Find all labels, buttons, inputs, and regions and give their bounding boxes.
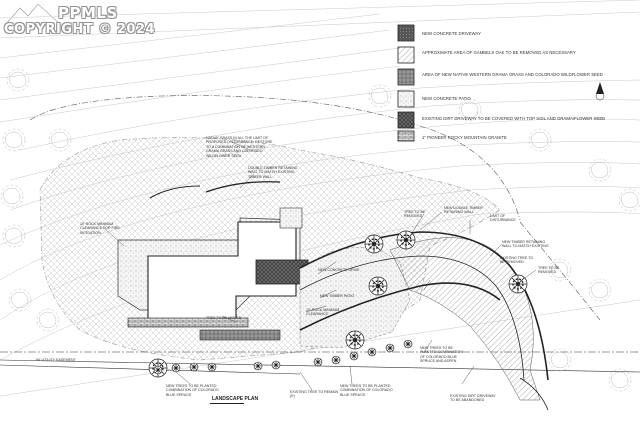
- north-arrow-icon: [595, 82, 605, 101]
- watermark-logo: PPMLS: [58, 4, 118, 22]
- note-tree-moved: TREE TO BE MOVED: [206, 316, 242, 320]
- legend-swatches: [397, 24, 415, 142]
- legend-label: AREA OF NEW NATIVE WESTERN GRAMA GRASS A…: [422, 72, 603, 77]
- note-new-trees-left: NEW TREES TO BE PLANTED COMBINATION OF C…: [166, 384, 219, 397]
- legend-label: 1" PIONEER ROCKY MOUNTAIN GRANITE: [422, 135, 507, 140]
- leader-lines: [103, 141, 537, 391]
- note-native-grass: NATIVE GRASS IN ALL THE LIMIT OF PROPOSE…: [206, 136, 273, 158]
- mountain-logo-icon: [6, 2, 60, 24]
- note-new-concrete-drive: NEW CONCRETE DRIVE: [318, 268, 360, 272]
- title-underline: [210, 403, 244, 404]
- note-double-timber-wall: DOUBLE TIMBER RETAINING WALL TO MATCH EX…: [248, 166, 298, 179]
- note-existing-tree-remain: EXISTING TREE TO REMAIN (E): [290, 390, 339, 399]
- note-dirt-driveway-abandoned: EXISTING DIRT DRIVEWAY TO BE ABANDONED: [450, 394, 496, 403]
- retaining-wall-curve: [299, 282, 501, 331]
- retaining-wall-upper: [205, 181, 281, 193]
- drawing-title: LANDSCAPE PLAN: [212, 396, 259, 402]
- note-new-timber-patio: NEW TIMBER PATIO: [320, 294, 355, 298]
- legend-label: EXISTING DIRT DRIVEWAY TO BE COVERED WIT…: [422, 116, 606, 121]
- note-new-timber-wall: NEW TIMBER RETAINING WALL TO MATCH EXIST…: [502, 240, 549, 249]
- watermark-copyright: COPYRIGHT © 2024: [4, 22, 156, 37]
- note-existing-tree-removed: EXISTING TREE TO BE REMOVED: [500, 256, 534, 265]
- parking-pad: [255, 259, 309, 285]
- note-rock-clearance-2: 10' ROCK MINIMUM CLEARANCE: [306, 308, 340, 317]
- note-new-trees-middle: NEW TREES TO BE PLANTED COMBINATION OF C…: [340, 384, 393, 397]
- note-tree-removed-2: TREE TO BE REMOVED: [538, 266, 560, 275]
- note-limit-of-disturbance: LIMIT OF DISTURBANCE: [490, 214, 516, 223]
- legend-label: APPROXIMATE AREA OF GAMBELS OAK TO BE RE…: [422, 50, 576, 55]
- driveway: [299, 231, 549, 381]
- gambels-oak-area: [389, 237, 541, 401]
- legend-label: NEW CONCRETE PATIO: [422, 96, 471, 101]
- deck-strip-lower: [199, 329, 281, 341]
- note-new-trees-right: NEW TREES TO BE PLANTED COMBINATION OF C…: [420, 346, 463, 364]
- legend-label: NEW CONCRETE DRIVEWAY: [422, 31, 481, 36]
- limit-of-disturbance: [29, 95, 601, 321]
- deck-strip: [127, 317, 249, 328]
- retaining-wall-left: [149, 185, 201, 199]
- note-rock-clearance: 10' ROCK MINIMUM CLEARANCE FOR FIRE MITI…: [80, 222, 120, 235]
- small-patio: [279, 207, 303, 229]
- note-tree-removed-1: TREE TO BE REMOVED: [404, 210, 426, 219]
- note-new-double-wall: NEW DOUBLE TIMBER RETAINING WALL: [444, 206, 483, 215]
- note-utility-easement: 90' UTILITY EASEMENT: [36, 358, 76, 362]
